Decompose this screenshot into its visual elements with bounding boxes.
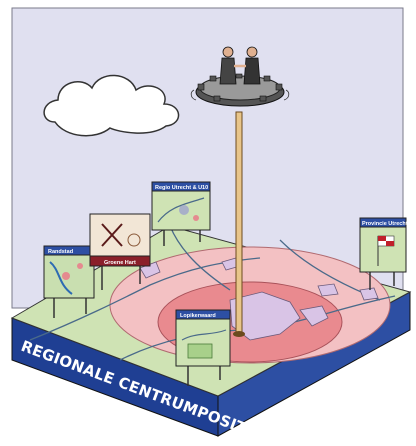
sign-lopikerwaard-label: Lopikerwaard (180, 313, 216, 319)
sign-provincie-label: Provincie Utrecht (362, 221, 408, 227)
sign-regio-utrecht-label: Regio Utrecht & U10 (155, 185, 208, 191)
sign-randstad-label: Randstad (48, 249, 73, 255)
sign-groene-hart-label: Groene Hart (104, 260, 136, 266)
